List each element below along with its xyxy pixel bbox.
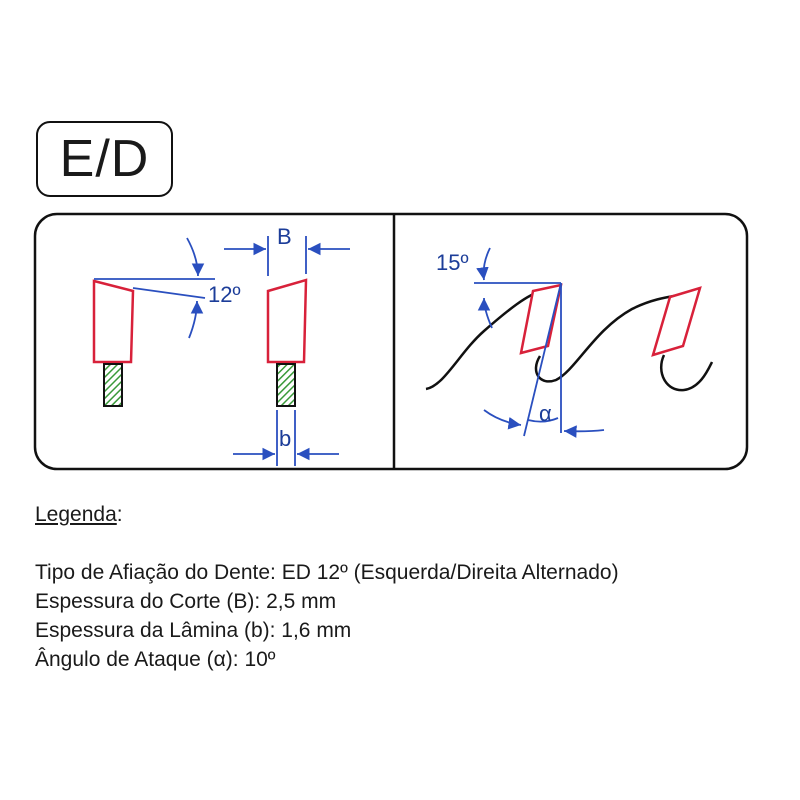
title-box: E/D [36,121,173,197]
legend-title-colon: : [116,503,123,526]
angle-arc-top [186,237,205,277]
shank-front [276,363,296,407]
legend-item-type: Tipo de Afiação do Dente: ED 12º (Esquer… [35,561,619,584]
alpha-arc-left [483,409,522,430]
legend-heading: Legenda: [35,500,619,529]
legend-item-cut-width: Espessura do Corte (B): 2,5 mm [35,590,337,613]
legend: Legenda: Tipo de Afiação do Dente: ED 12… [35,500,619,674]
alpha-label: α [539,401,552,426]
alpha-arc-inner [527,417,559,423]
legend-item-blade-thickness: Espessura da Lâmina (b): 1,6 mm [35,619,352,642]
hook-angle-indicator [94,237,215,339]
tooth-side-shape [92,279,135,364]
legend-title: Legenda [35,503,117,526]
rake-arc-top [476,247,491,281]
rake-face-line [523,282,562,437]
dimension-B [224,236,350,276]
tooth-front-shape [266,278,308,364]
tooth-1-tip [519,283,563,355]
tooth-side-view [92,279,135,407]
angle-arc-bottom [188,300,204,339]
dimension-b [233,410,339,466]
rake-arc-bottom [477,297,493,329]
diagram-frame [33,212,749,471]
rake-angle-label: 15º [436,250,469,275]
blade-gullet-curve [425,289,714,392]
hook-angle-label: 12º [208,282,241,307]
tooth-front-view [266,278,308,407]
shank-side [103,363,123,407]
tooth-2-tip [651,286,702,357]
dim-B-label: B [277,224,292,249]
dim-b-label: b [279,426,291,451]
rake-angle-indicator [474,247,605,438]
title-label: E/D [59,130,150,188]
angle-slope-line [132,287,206,299]
legend-item-attack-angle: Ângulo de Ataque (α): 10º [35,648,276,671]
alpha-arc-right [563,425,605,438]
